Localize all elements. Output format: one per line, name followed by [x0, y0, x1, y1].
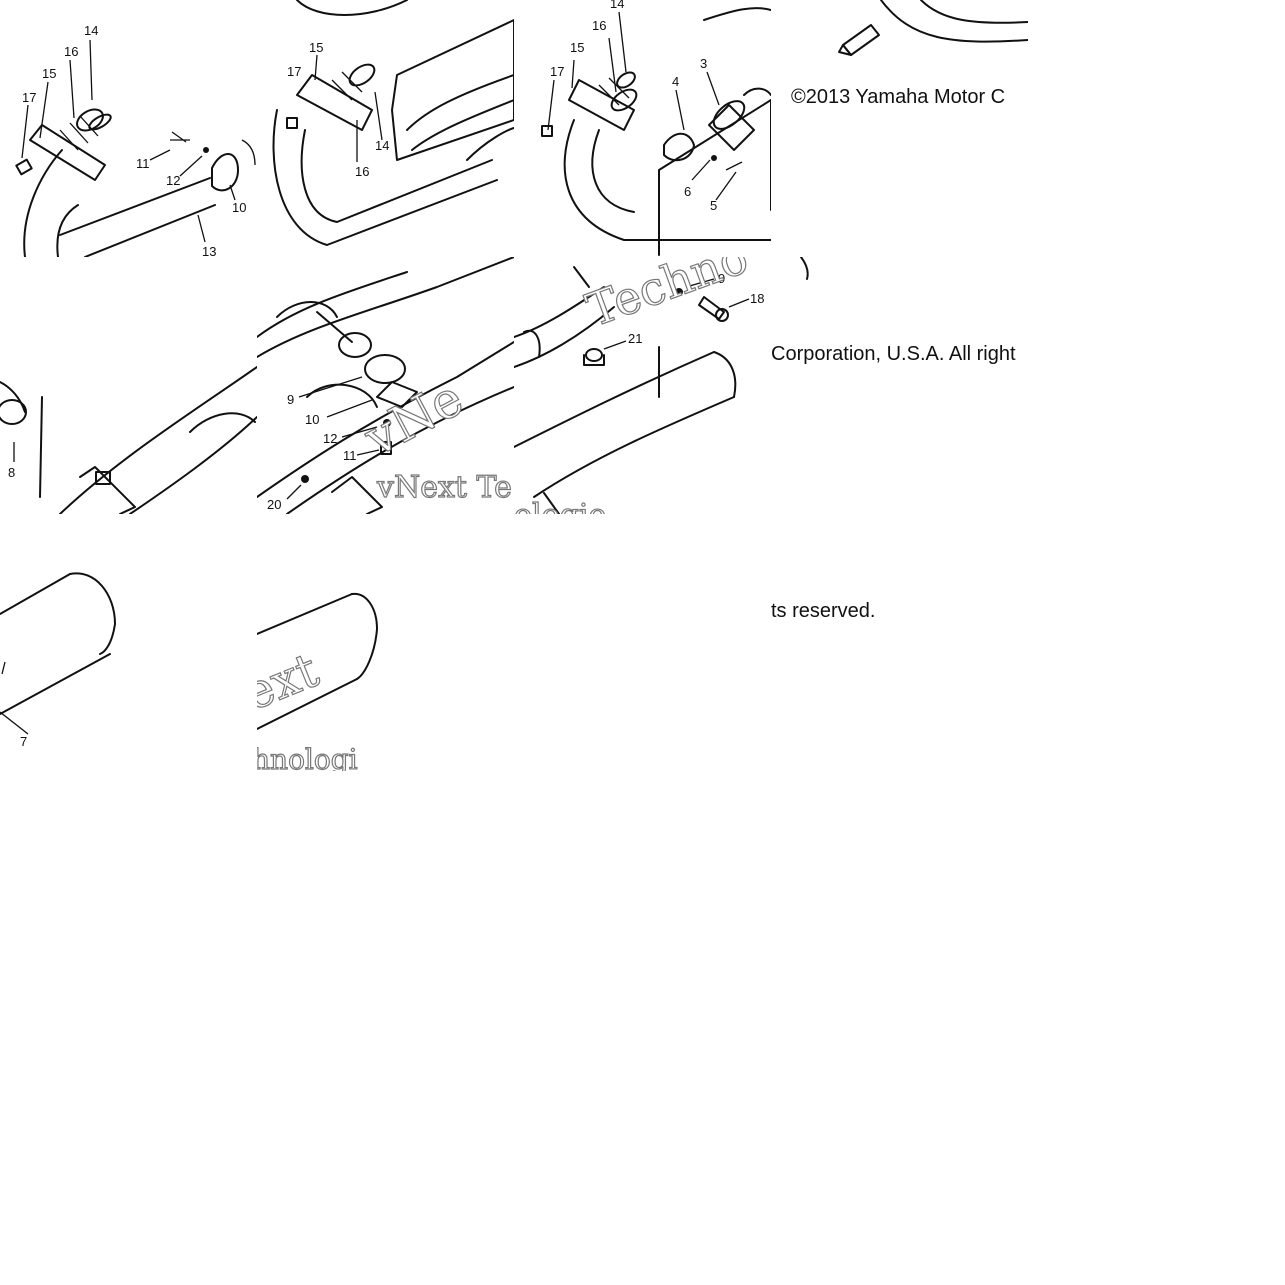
- diagram-tile-10: ext hnologi: [257, 514, 514, 771]
- watermark-f: hnologi: [257, 743, 358, 771]
- diagram-tile-3: 14 15 16 17 4 3 6 5: [514, 0, 771, 257]
- callout-10: 10: [305, 412, 319, 427]
- silencer-right-drawing: ext hnologi: [257, 592, 378, 771]
- callout-3: 3: [700, 56, 707, 71]
- callout-12: 12: [323, 431, 337, 446]
- watermark-e: ext: [257, 642, 326, 722]
- callout-14: 14: [375, 138, 389, 153]
- watermark-d: ologie: [514, 498, 606, 514]
- callout-17: 17: [287, 64, 301, 79]
- watermark-a: Techno: [579, 257, 754, 337]
- frame-edge-drawing: [838, 0, 1028, 56]
- callout-17: 17: [22, 90, 36, 105]
- exhaust-pipe-center-drawing: 15 17 14 16: [272, 0, 514, 246]
- diagram-tile-1: 14 16 15 17 11 12 10 13: [0, 0, 257, 257]
- diagram-tile-8: Corporation, U.S.A. All right: [771, 257, 1028, 514]
- callout-14: 14: [84, 23, 98, 38]
- callout-5: 5: [710, 198, 717, 213]
- diagram-tile-4: ©2013 Yamaha Motor C: [771, 0, 1028, 257]
- callout-16: 16: [355, 164, 369, 179]
- copyright-text-part3: ts reserved.: [771, 600, 876, 622]
- exhaust-pipe-right-drawing: 14 15 16 17 4 3 6 5: [541, 0, 771, 256]
- callout-15: 15: [42, 66, 56, 81]
- callout-11: 11: [343, 448, 357, 463]
- diagram-tile-11: ts reserved.: [771, 514, 1028, 771]
- callout-16: 16: [592, 18, 606, 33]
- callout-6: 6: [684, 184, 691, 199]
- callout-14: 14: [610, 0, 624, 11]
- watermark-b: vNe: [355, 369, 473, 468]
- copyright-text-part2: Corporation, U.S.A. All right: [771, 343, 1016, 365]
- diagram-tile-6: 9 10 12 11 20 vNe vNext Te: [257, 257, 514, 514]
- fwd-arrow-icon: [838, 24, 880, 56]
- callout-7: 7: [20, 734, 27, 749]
- callout-20: 20: [267, 497, 281, 512]
- diagram-tile-7: 9 18 21 Techno ologie: [514, 257, 771, 514]
- copyright-text-part1: ©2013 Yamaha Motor C: [791, 86, 1006, 108]
- callout-15: 15: [309, 40, 323, 55]
- callout-10: 10: [232, 200, 246, 215]
- callout-15: 15: [570, 40, 584, 55]
- callout-8: 8: [8, 465, 15, 480]
- silencer-left-drawing: 7: [0, 572, 116, 749]
- exhaust-pipe-left-drawing: 14 16 15 17 11 12 10 13: [15, 23, 256, 257]
- callout-21: 21: [628, 331, 642, 346]
- callout-12: 12: [166, 173, 180, 188]
- callout-11: 11: [136, 156, 150, 171]
- diagram-tile-9: 7: [0, 514, 257, 771]
- callout-18: 18: [750, 291, 764, 306]
- callout-16: 16: [64, 44, 78, 59]
- callout-9: 9: [718, 271, 725, 286]
- edge-fragment-drawing: [800, 257, 809, 280]
- callout-9: 9: [287, 392, 294, 407]
- muffler-clamp-drawing: 9 10 12 11 20 vNe vNext Te: [257, 257, 514, 514]
- diagram-tile-5: 8: [0, 257, 257, 514]
- callout-13: 13: [202, 244, 216, 257]
- watermark-c: vNext Te: [376, 470, 512, 505]
- muffler-left-drawing: 8: [0, 366, 257, 514]
- muffler-right-drawing: 9 18 21 Techno ologie: [514, 257, 764, 514]
- callout-17: 17: [550, 64, 564, 79]
- diagram-tile-2: 15 17 14 16: [257, 0, 514, 257]
- callout-4: 4: [672, 74, 679, 89]
